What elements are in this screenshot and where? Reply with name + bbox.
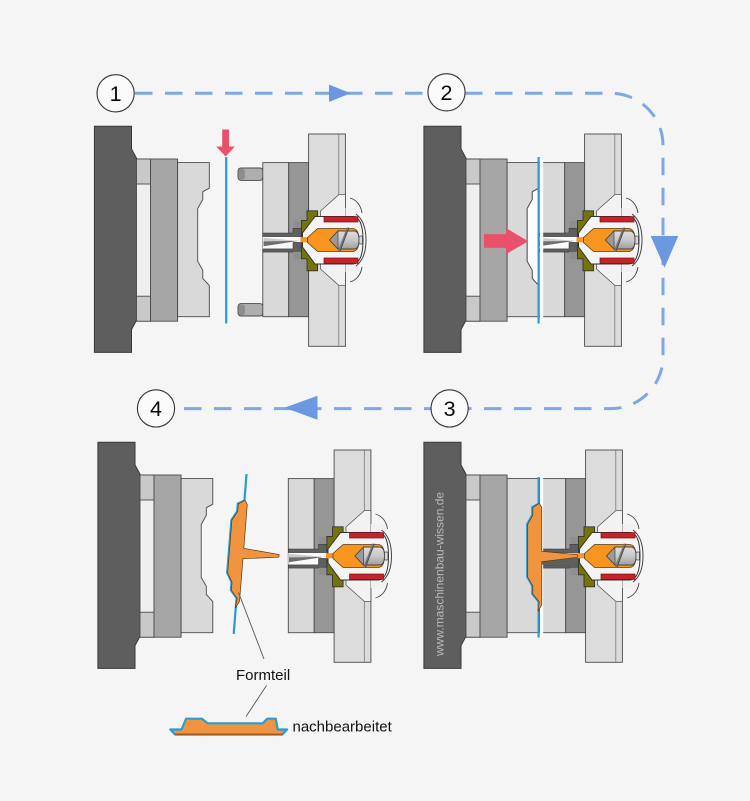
svg-text:3: 3 [444,397,456,421]
svg-text:2: 2 [441,81,453,105]
svg-text:Formteil: Formteil [236,667,290,684]
svg-text:www.maschinenbau-wissen.de: www.maschinenbau-wissen.de [433,492,447,657]
svg-text:1: 1 [110,82,122,106]
svg-text:4: 4 [150,397,162,421]
svg-text:nachbearbeitet: nachbearbeitet [293,719,393,736]
